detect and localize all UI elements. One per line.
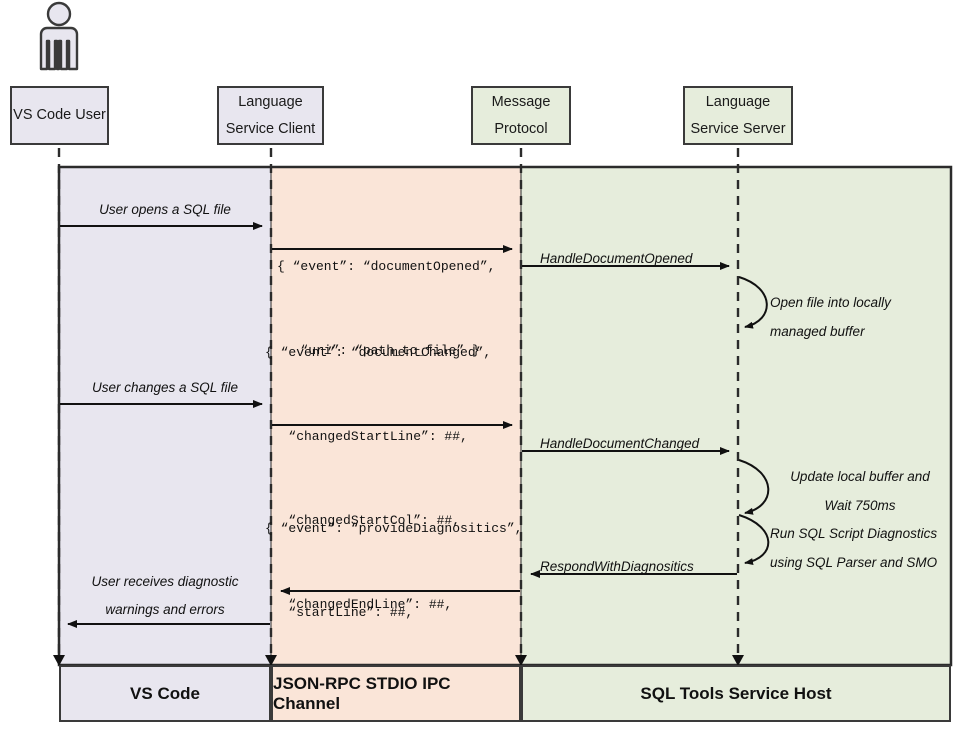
participant-language-service-client[interactable]: Language Service Client bbox=[217, 86, 324, 145]
lifelines bbox=[57, 148, 740, 660]
participant-label-line2: Service Client bbox=[225, 120, 316, 137]
self-call-loops bbox=[738, 276, 770, 565]
self-note-line1: Run SQL Script Diagnostics bbox=[770, 526, 938, 541]
note-line: { “event”: “documentOpened”, bbox=[277, 259, 496, 274]
actor-icon bbox=[39, 1, 79, 71]
self-loop-open-file-into-buffer bbox=[738, 276, 768, 329]
footer-sql-tools[interactable]: SQL Tools Service Host bbox=[521, 665, 951, 722]
label-user-changes-sql-file: User changes a SQL file bbox=[91, 380, 239, 395]
label-handle-document-opened: HandleDocumentOpened bbox=[540, 251, 693, 266]
label-user-receives-diagnostics-line1: User receives diagnostic bbox=[91, 574, 239, 589]
self-note-line1: Update local buffer and bbox=[790, 469, 930, 484]
footer-label: SQL Tools Service Host bbox=[640, 683, 832, 703]
note-line: { “event”: “documentChanged”, bbox=[265, 345, 492, 360]
self-note-line1: Open file into locally bbox=[770, 295, 891, 310]
self-note-run-sql-script-diagnostics: Run SQL Script Diagnostics using SQL Par… bbox=[770, 519, 950, 577]
note-line: { “event”: “provideDiagnositics”, bbox=[265, 521, 523, 536]
participant-label-line1: Language bbox=[238, 93, 303, 110]
participant-label-line1: Message bbox=[491, 93, 551, 110]
self-note-line2: using SQL Parser and SMO bbox=[770, 555, 938, 570]
footer-vs-code[interactable]: VS Code bbox=[59, 665, 271, 722]
footer-json-rpc[interactable]: JSON-RPC STDIO IPC Channel bbox=[271, 665, 521, 722]
participant-label-line2: Service Server bbox=[690, 120, 786, 137]
participant-vs-code-user[interactable]: VS Code User bbox=[10, 86, 109, 145]
lifeline-terminators bbox=[53, 655, 744, 666]
self-loop-run-sql-diagnostics bbox=[738, 514, 770, 565]
participant-message-protocol[interactable]: Message Protocol bbox=[471, 86, 571, 145]
participant-label-line2: Protocol bbox=[494, 120, 548, 137]
self-note-open-file-into-buffer: Open file into locally managed buffer bbox=[770, 288, 962, 346]
self-note-line2: managed buffer bbox=[770, 324, 865, 339]
self-note-line2: Wait 750ms bbox=[824, 498, 896, 513]
note-line: “changedEndLine”: ##, bbox=[265, 597, 453, 612]
message-arrows bbox=[60, 222, 737, 628]
label-user-opens-sql-file: User opens a SQL file bbox=[99, 202, 231, 217]
note-line: “changedStartCol”: ##, bbox=[265, 513, 461, 528]
participant-language-service-server[interactable]: Language Service Server bbox=[683, 86, 793, 145]
band-sql-tools bbox=[521, 167, 951, 665]
self-note-update-buffer-and-wait: Update local buffer and Wait 750ms bbox=[770, 462, 950, 520]
band-vs-code bbox=[59, 167, 271, 665]
label-respond-with-diagnositics: RespondWithDiagnositics bbox=[540, 559, 694, 574]
footer-label: VS Code bbox=[130, 683, 200, 703]
participant-label-line1: VS Code User bbox=[13, 107, 106, 124]
label-handle-document-changed: HandleDocumentChanged bbox=[540, 436, 700, 451]
participant-label-line1: Language bbox=[705, 93, 771, 110]
note-document-opened-payload: { “event”: “documentOpened”, “uri”: “pat… bbox=[277, 197, 495, 421]
note-line: “uri”: “path_to_file” } bbox=[277, 343, 480, 358]
note-line: “changedStartLine”: ##, bbox=[265, 429, 468, 444]
label-user-receives-diagnostics-line2: warnings and errors bbox=[105, 602, 225, 617]
note-line: “startLine”: ##, bbox=[265, 605, 414, 620]
footer-label: JSON-RPC STDIO IPC Channel bbox=[273, 673, 451, 713]
